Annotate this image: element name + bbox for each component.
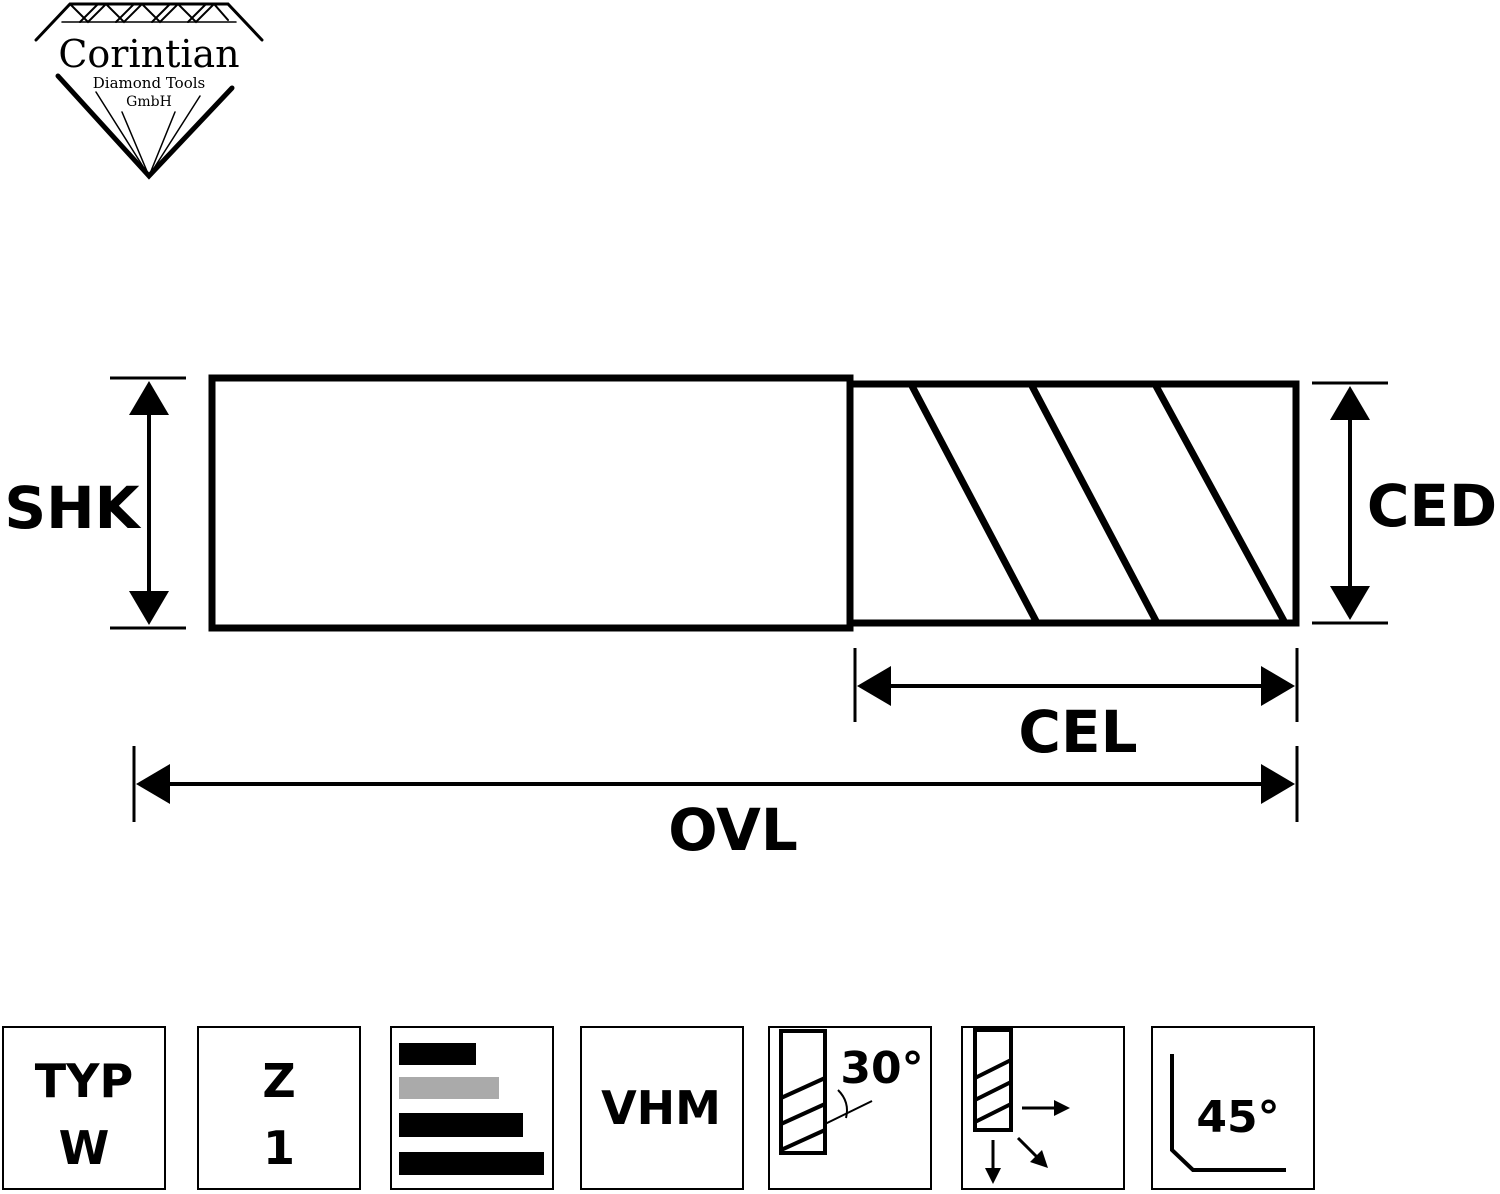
helix-icon-box: 30° — [768, 1026, 932, 1190]
shk-label: SHK — [4, 474, 141, 542]
logo-company-form: GmbH — [126, 94, 172, 110]
type-label: TYP — [35, 1054, 133, 1108]
shank-body — [208, 374, 854, 632]
corner-angle-label: 45° — [1196, 1092, 1279, 1143]
logo-subtitle: Diamond Tools — [93, 74, 205, 92]
material-bars-icon-box — [390, 1026, 554, 1190]
cel-dimension — [853, 648, 1299, 722]
cutting-body — [846, 380, 1300, 627]
corner-icon-box: 45° — [1151, 1026, 1315, 1190]
ced-label: CED — [1367, 472, 1497, 540]
chamfer-corner-icon — [1170, 1054, 1286, 1172]
type-icon-box: TYP W — [2, 1026, 166, 1190]
cel-label: CEL — [1018, 698, 1137, 766]
shk-dimension — [110, 376, 186, 630]
helix-angle-label: 30° — [840, 1043, 923, 1094]
ovl-label: OVL — [668, 796, 798, 864]
helix-flutes — [908, 384, 1288, 623]
logo-name: Corintian — [58, 32, 239, 76]
tool-outline — [208, 374, 1300, 632]
material-icon-box: VHM — [580, 1026, 744, 1190]
flutes-label: Z — [262, 1054, 295, 1108]
helix-angle-icon — [779, 1029, 873, 1155]
flutes-icon-box: Z 1 — [197, 1026, 361, 1190]
milling-direction-icon — [973, 1028, 1070, 1184]
type-value: W — [59, 1121, 110, 1175]
company-logo: Corintian Diamond Tools GmbH — [34, 2, 264, 180]
material-label: VHM — [601, 1081, 721, 1135]
flutes-value: 1 — [263, 1121, 295, 1175]
ced-dimension — [1312, 381, 1388, 625]
spec-icon-row: TYP W Z 1 VHM — [2, 1026, 1315, 1190]
ovl-dimension — [132, 746, 1299, 822]
material-suitability-bars-icon — [399, 1043, 544, 1175]
diamond-logo-icon — [34, 2, 264, 180]
milling-direction-icon-box — [961, 1026, 1125, 1190]
